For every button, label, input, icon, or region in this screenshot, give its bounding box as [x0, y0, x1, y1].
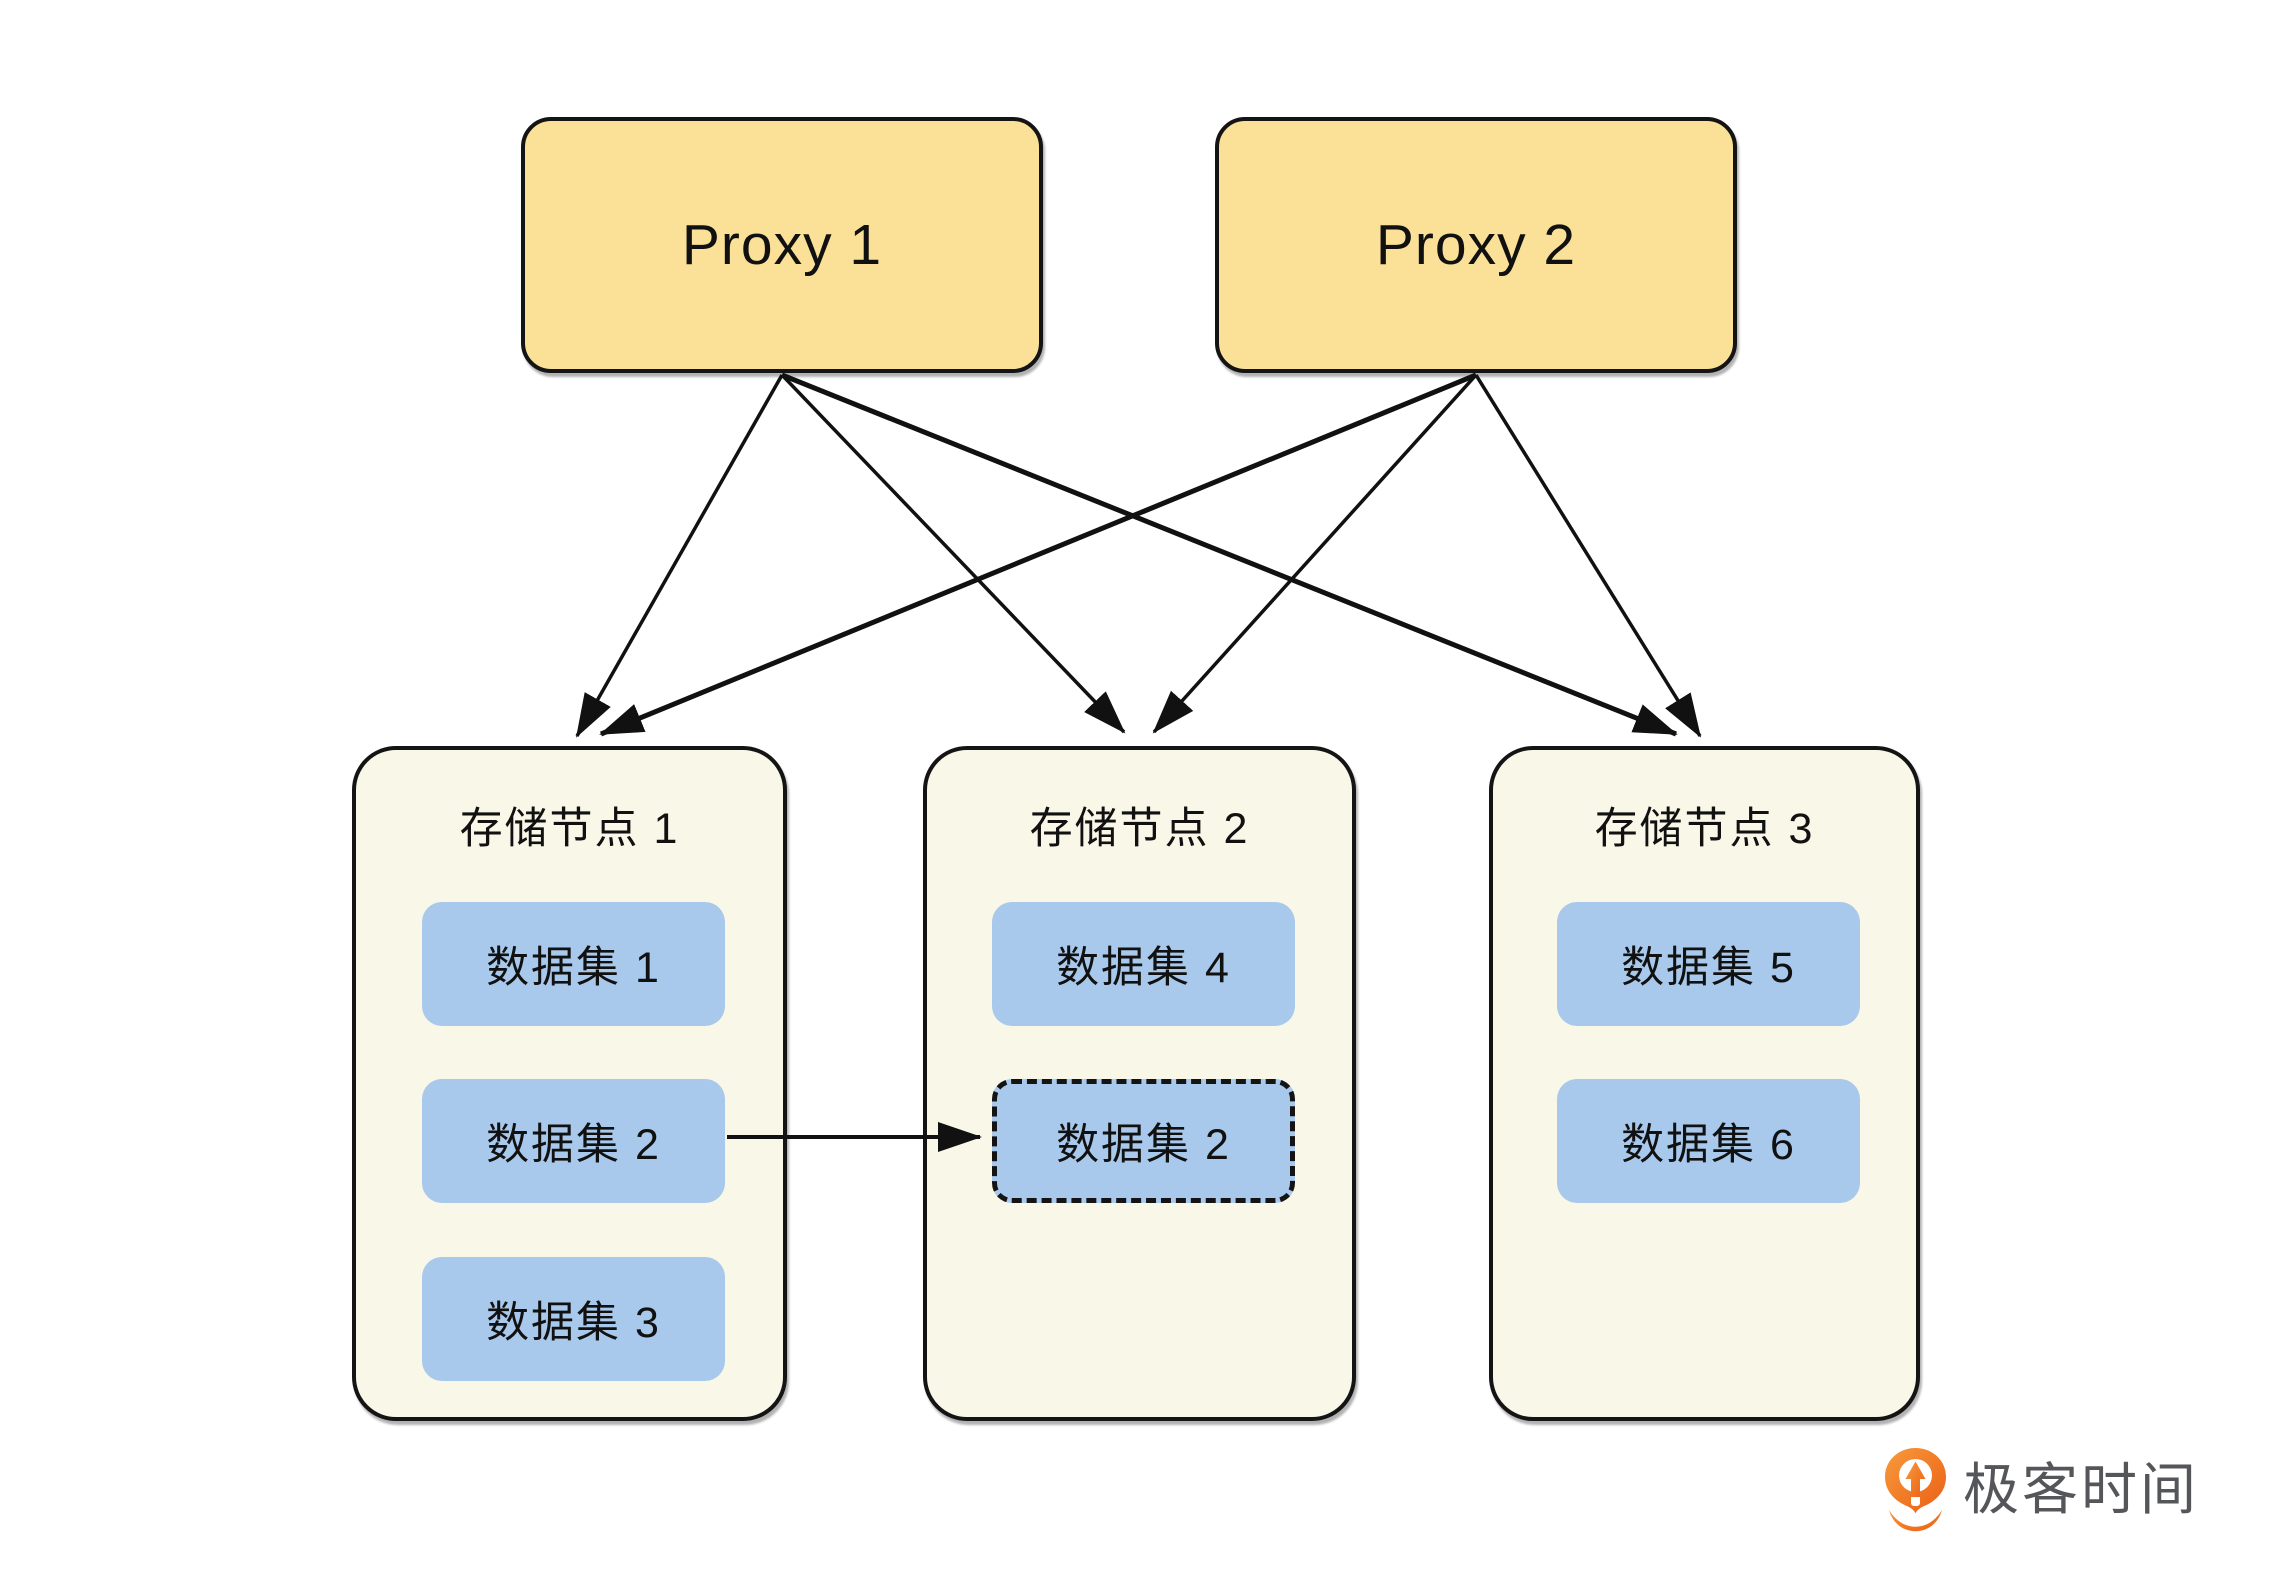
arrow-proxy2-to-node2 — [1152, 373, 1478, 734]
storage-node-3-title: 存储节点 3 — [1594, 805, 1815, 853]
storage-node-3: 存储节点 3 数据集 5 数据集 6 — [1489, 746, 1920, 1421]
geektime-logo: 极客时间 — [1884, 1446, 2199, 1534]
dataset-4-box: 数据集 4 — [992, 902, 1295, 1026]
arrow-proxy2-to-node3 — [1474, 374, 1702, 738]
arrow-proxy1-to-node3 — [781, 372, 1678, 737]
proxy-1-box: Proxy 1 — [521, 117, 1043, 373]
proxy-2-label: Proxy 2 — [1375, 213, 1577, 277]
geektime-logo-icon — [1885, 1448, 1946, 1532]
dataset-2-box: 数据集 2 — [422, 1079, 725, 1203]
dataset-2-replica-box: 数据集 2 — [992, 1079, 1295, 1203]
dataset-5-box: 数据集 5 — [1557, 902, 1860, 1026]
arrow-proxy2-to-node1 — [599, 372, 1477, 737]
dataset-6-box: 数据集 6 — [1557, 1079, 1860, 1203]
dataset-3-box: 数据集 3 — [422, 1257, 725, 1381]
arrow-proxy1-to-node1 — [575, 374, 784, 738]
dataset-1-box: 数据集 1 — [422, 902, 725, 1026]
storage-node-2-title: 存储节点 2 — [1029, 805, 1250, 853]
proxy-2-box: Proxy 2 — [1215, 117, 1737, 373]
arrow-proxy1-to-node2 — [780, 373, 1126, 734]
geektime-logo-text: 极客时间 — [1963, 1458, 2199, 1521]
storage-node-2: 存储节点 2 数据集 4 数据集 2 — [923, 746, 1356, 1421]
storage-node-1-title: 存储节点 1 — [459, 805, 680, 853]
storage-node-1: 存储节点 1 数据集 1 数据集 2 数据集 3 — [352, 746, 787, 1421]
proxy-1-label: Proxy 1 — [681, 213, 883, 277]
